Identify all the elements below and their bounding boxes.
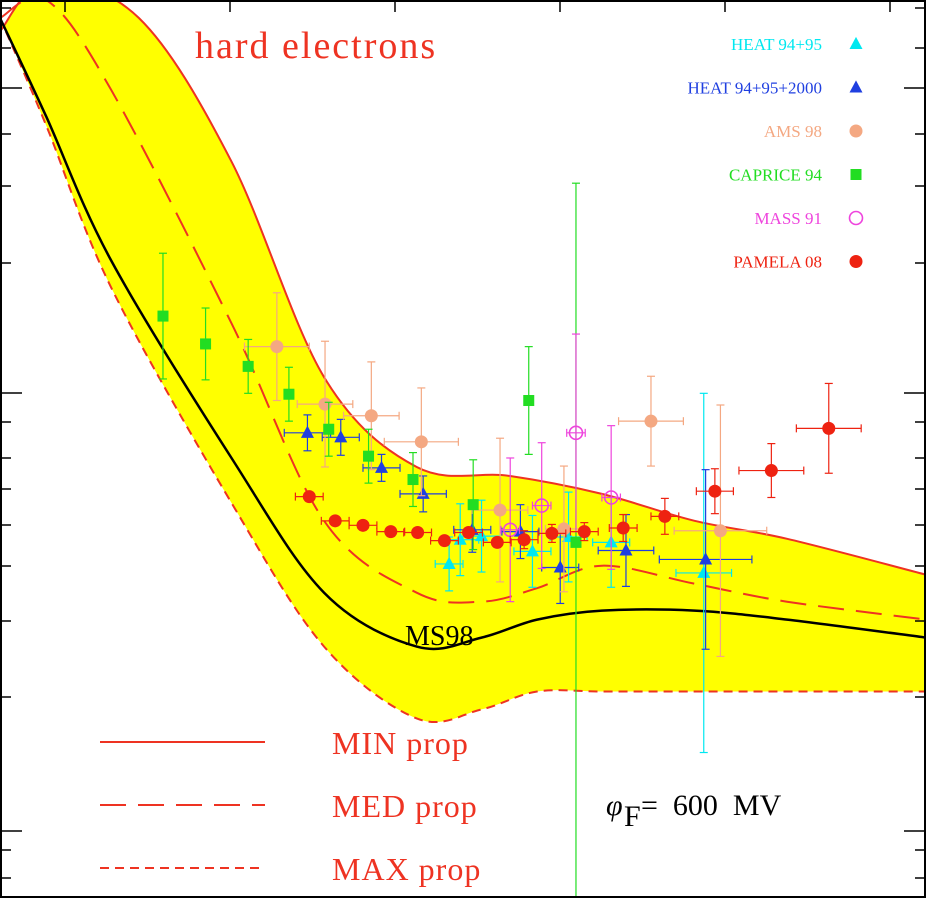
data-layer [157, 182, 862, 898]
data-point [577, 525, 591, 539]
data-point [616, 521, 630, 535]
series-3 [157, 182, 582, 898]
data-point [157, 310, 169, 322]
data-point [570, 536, 582, 548]
data-point [697, 565, 711, 578]
series-2 [243, 292, 768, 658]
phi-annotation: φ F = 600 MV [606, 789, 782, 833]
data-point [525, 544, 539, 557]
phi-subscript: F [624, 800, 641, 833]
phi-symbol: φ [606, 789, 623, 822]
data-point [300, 425, 314, 438]
legend-marker [850, 169, 862, 180]
curve-max-prop [0, 17, 926, 724]
data-point [713, 524, 727, 538]
data-point [242, 360, 254, 372]
data-point [534, 498, 550, 513]
data-point [442, 556, 456, 569]
data-point [453, 532, 467, 545]
series-5 [294, 382, 862, 550]
legend-label: AMS 98 [764, 122, 822, 141]
data-point [493, 503, 507, 517]
chart-title: hard electrons [195, 25, 437, 67]
legend-marker [849, 80, 863, 93]
line-legend-label: MIN prop [332, 725, 469, 761]
data-point [411, 526, 425, 540]
data-point [414, 435, 428, 449]
legend-label: HEAT 94+95+2000 [687, 79, 822, 98]
propagation-band [0, 0, 926, 723]
data-point [437, 534, 451, 548]
line-legend-label: MED prop [332, 788, 478, 824]
data-point [644, 414, 658, 428]
data-point [384, 525, 398, 539]
legend-marker [849, 255, 863, 268]
band-layer [0, 0, 926, 723]
data-point [568, 425, 584, 441]
data-point [822, 421, 836, 435]
legend-marker [848, 210, 864, 226]
data-point [318, 397, 332, 411]
data-point [545, 526, 559, 540]
data-point [658, 509, 672, 523]
legend-label: MASS 91 [754, 209, 822, 228]
data-point [764, 464, 778, 478]
legend-label: CAPRICE 94 [729, 166, 823, 185]
legend-marker [849, 124, 863, 138]
data-point [356, 518, 370, 532]
ms98-label: MS98 [405, 621, 473, 652]
phi-value: = 600 MV [641, 789, 782, 822]
data-point [407, 474, 419, 486]
data-point [557, 522, 571, 536]
data-point [334, 430, 348, 443]
data-point [323, 423, 335, 435]
legend-label: HEAT 94+95 [731, 35, 822, 54]
data-point [699, 552, 713, 565]
data-point [364, 409, 378, 423]
data-point [328, 514, 342, 528]
legend-label: PAMELA 08 [733, 253, 822, 272]
data-point [375, 460, 389, 473]
data-point [270, 340, 284, 354]
line-legend-label: MAX prop [332, 851, 481, 887]
data-point [517, 533, 531, 547]
data-point [302, 490, 316, 504]
data-point [462, 526, 476, 540]
data-point [200, 338, 212, 350]
data-point [603, 490, 619, 505]
data-point [467, 499, 479, 511]
series-4 [500, 333, 622, 603]
data-point [708, 484, 722, 498]
data-point [490, 535, 504, 549]
data-point [475, 528, 489, 542]
data-point [363, 450, 375, 462]
data-point [523, 395, 535, 407]
data-point [283, 388, 295, 400]
curve-med-prop [0, 0, 926, 621]
data-point [619, 543, 633, 556]
legend-marker [849, 36, 863, 50]
